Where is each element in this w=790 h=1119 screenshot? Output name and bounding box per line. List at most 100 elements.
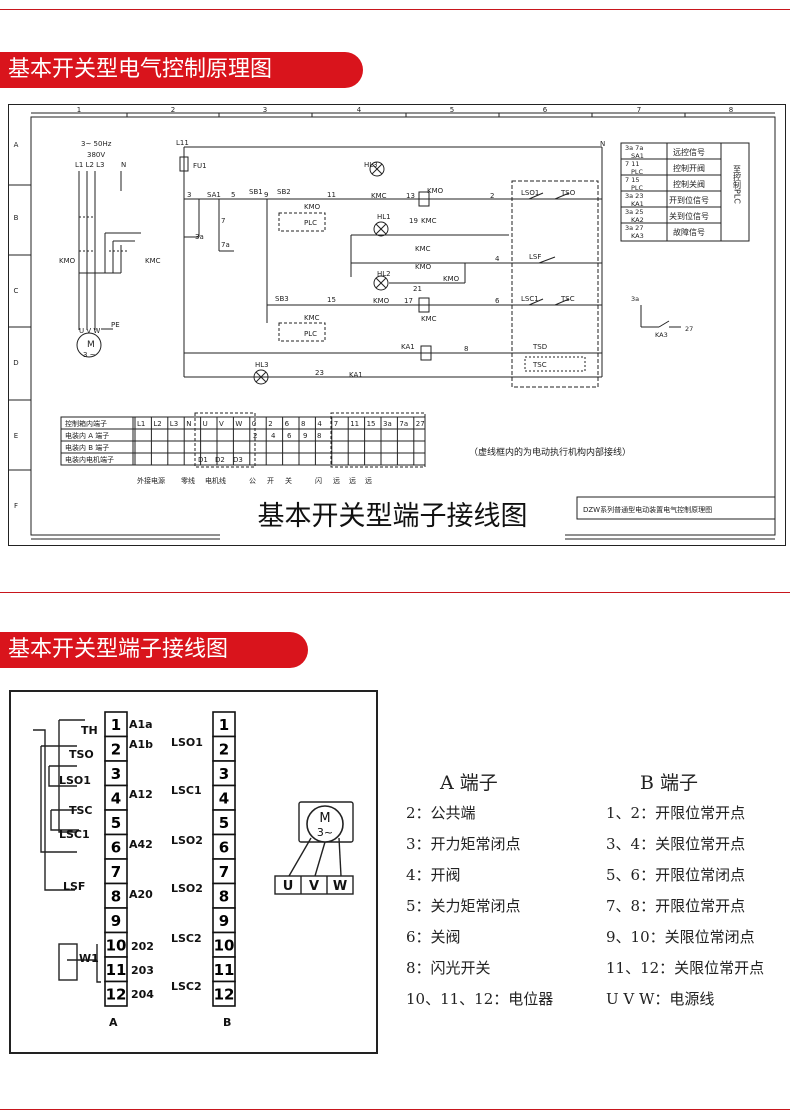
a_numbers-1: 1 [111,716,121,734]
a-side-202: 202 [131,940,154,953]
b-sw-lso2b: LSO2 [171,882,203,895]
a_numbers-2: 2 [111,741,121,759]
tt-col-7: 7 [334,420,338,428]
supply-line2: 380V [87,151,105,159]
b_numbers-2: 2 [219,741,229,759]
label-sheet-signal_table-5-top: 3a 27 [625,224,643,232]
a_numbers-10: 10 [106,937,127,955]
legend-a-title: A 端子 [440,772,498,794]
label-sheet-labels-n15: 15 [327,296,336,304]
label-sheet-ka3_box-c: 27 [685,325,693,333]
legend-item: 11、12：关限位常开点 [606,959,765,977]
lsf-label: LSF [529,253,541,261]
label-sheet-signal_table-5-dev: KA3 [631,232,644,240]
sb3-label: SB3 [275,295,289,303]
label-sheet-labels-n19: 19 [409,217,418,225]
sw-lsf: LSF [63,880,85,893]
tt-col-0: 0 [252,420,256,428]
label-sheet-signal_table-3-top: 3a 23 [625,192,643,200]
tt-col-N: N [186,420,191,428]
a-side-204: 204 [131,988,154,1001]
lsc1-label: LSC1 [521,295,539,303]
b_numbers-12: 12 [214,986,235,1004]
label-sheet-terminal_table-motor_values-1: D2 [215,456,225,464]
motor-m-icon: M [319,811,330,826]
tt-col-U: U [203,420,208,428]
b-sw-lso2a: LSO2 [171,834,203,847]
label-sheet-terminal_table-a_values-0: 2 [253,432,257,440]
sw-th: TH [81,724,98,737]
col-3: 3 [263,106,267,114]
label-sheet-labels-n13: 13 [406,192,415,200]
label-sheet-terminal_table-foot-1: 零线 [181,476,195,485]
legend-item: 3、4：关限位常开点 [606,835,746,853]
label-sheet-signal_table-0-dev: SA1 [631,152,644,160]
label-sheet-signal_table-0-text: 远控信号 [673,147,705,157]
dashed-box-note: （虚线框内的为电动执行机构内部接线） [469,446,631,458]
b-sw-lsc2a: LSC2 [171,932,202,945]
tt-col-L1: L1 [137,420,145,428]
tt-header: 控制箱内端子 [65,419,107,428]
label-sheet-terminal_table-foot-0: 外接电源 [137,476,165,485]
col-1: 1 [77,106,81,114]
row-f: F [14,502,18,510]
control-schematic: 1 2 3 4 5 6 7 8 A B C D E F 3~ 50Hz 380V… [8,104,786,546]
label-sheet-terminal_table-a_values-4: 8 [317,432,321,440]
label-sheet-terminal_table-foot-9: 远 [365,477,372,485]
label-sheet-signal_table-0-top: 3a 7a [625,144,643,152]
b_numbers-1: 1 [219,716,229,734]
col-7: 7 [637,106,641,114]
tsc-label: TSC [560,295,575,303]
ka1-contact: KA1 [349,371,363,379]
motor-v: V [309,879,319,894]
fu1-label: FU1 [193,162,207,170]
label-sheet-labels-n23: 23 [315,369,324,377]
legend-item: 2：公共端 [406,804,476,822]
label-sheet-terminal_table-a_values-3: 9 [303,432,307,440]
label-sheet-labels-n6: 6 [495,297,500,305]
legend-item: 5：关力矩常闭点 [406,897,521,915]
b_numbers-8: 8 [219,888,229,906]
row-c: C [14,287,19,295]
col-2: 2 [171,106,175,114]
a-label: A [109,1016,118,1029]
bottom-divider [0,1109,790,1110]
label-sheet-signal_table-3-text: 开到位信号 [669,195,709,205]
section-banner-terminal: 基本开关型端子接线图 [0,632,308,668]
label-sheet-signal_table-5-text: 故障信号 [673,227,705,237]
sw-w1: W1 [79,952,99,965]
label-sheet-labels-n4: 4 [495,255,500,263]
a_numbers-cell [104,980,128,1007]
label-sheet-ka3_box-b: KA3 [655,331,668,339]
label-sheet-labels-n11: 11 [327,191,336,199]
row-b: B [14,214,19,222]
tt-col-3a: 3a [383,420,392,428]
legend-item: 10、11、12：电位器 [406,990,554,1008]
b_numbers-9: 9 [219,912,229,930]
col-6: 6 [543,106,548,114]
a_numbers-12: 12 [106,986,127,1004]
label-sheet-terminal_table-foot-7: 远 [333,477,340,485]
supply-line1: 3~ 50Hz [81,140,112,148]
section-banner-principle: 基本开关型电气控制原理图 [0,52,363,88]
b-sw-lso1: LSO1 [171,736,203,749]
tt-col-11: 11 [350,420,359,428]
a_numbers-9: 9 [111,912,121,930]
kmc-contact2: KMC [421,217,437,225]
label-sheet-terminal_table-foot-8: 远 [349,477,356,485]
legend-item: U V W：电源线 [606,990,715,1008]
tsc-bot-label: TSC [532,361,547,369]
b_numbers-4: 4 [219,790,229,808]
label-sheet-labels-n5: 5 [231,191,235,199]
plc-box-bot: PLC [304,330,317,338]
b_numbers-5: 5 [219,814,229,832]
a_numbers-6: 6 [111,839,121,857]
sw-lso1: LSO1 [59,774,91,787]
legend-item: 1、2：开限位常开点 [606,804,746,822]
motor-m: M [87,340,95,350]
tt-col-15: 15 [367,420,376,428]
motor-w: W [333,879,347,894]
b_numbers-cell [212,980,236,1007]
signal-side-label: 至控制PLC [733,165,742,204]
